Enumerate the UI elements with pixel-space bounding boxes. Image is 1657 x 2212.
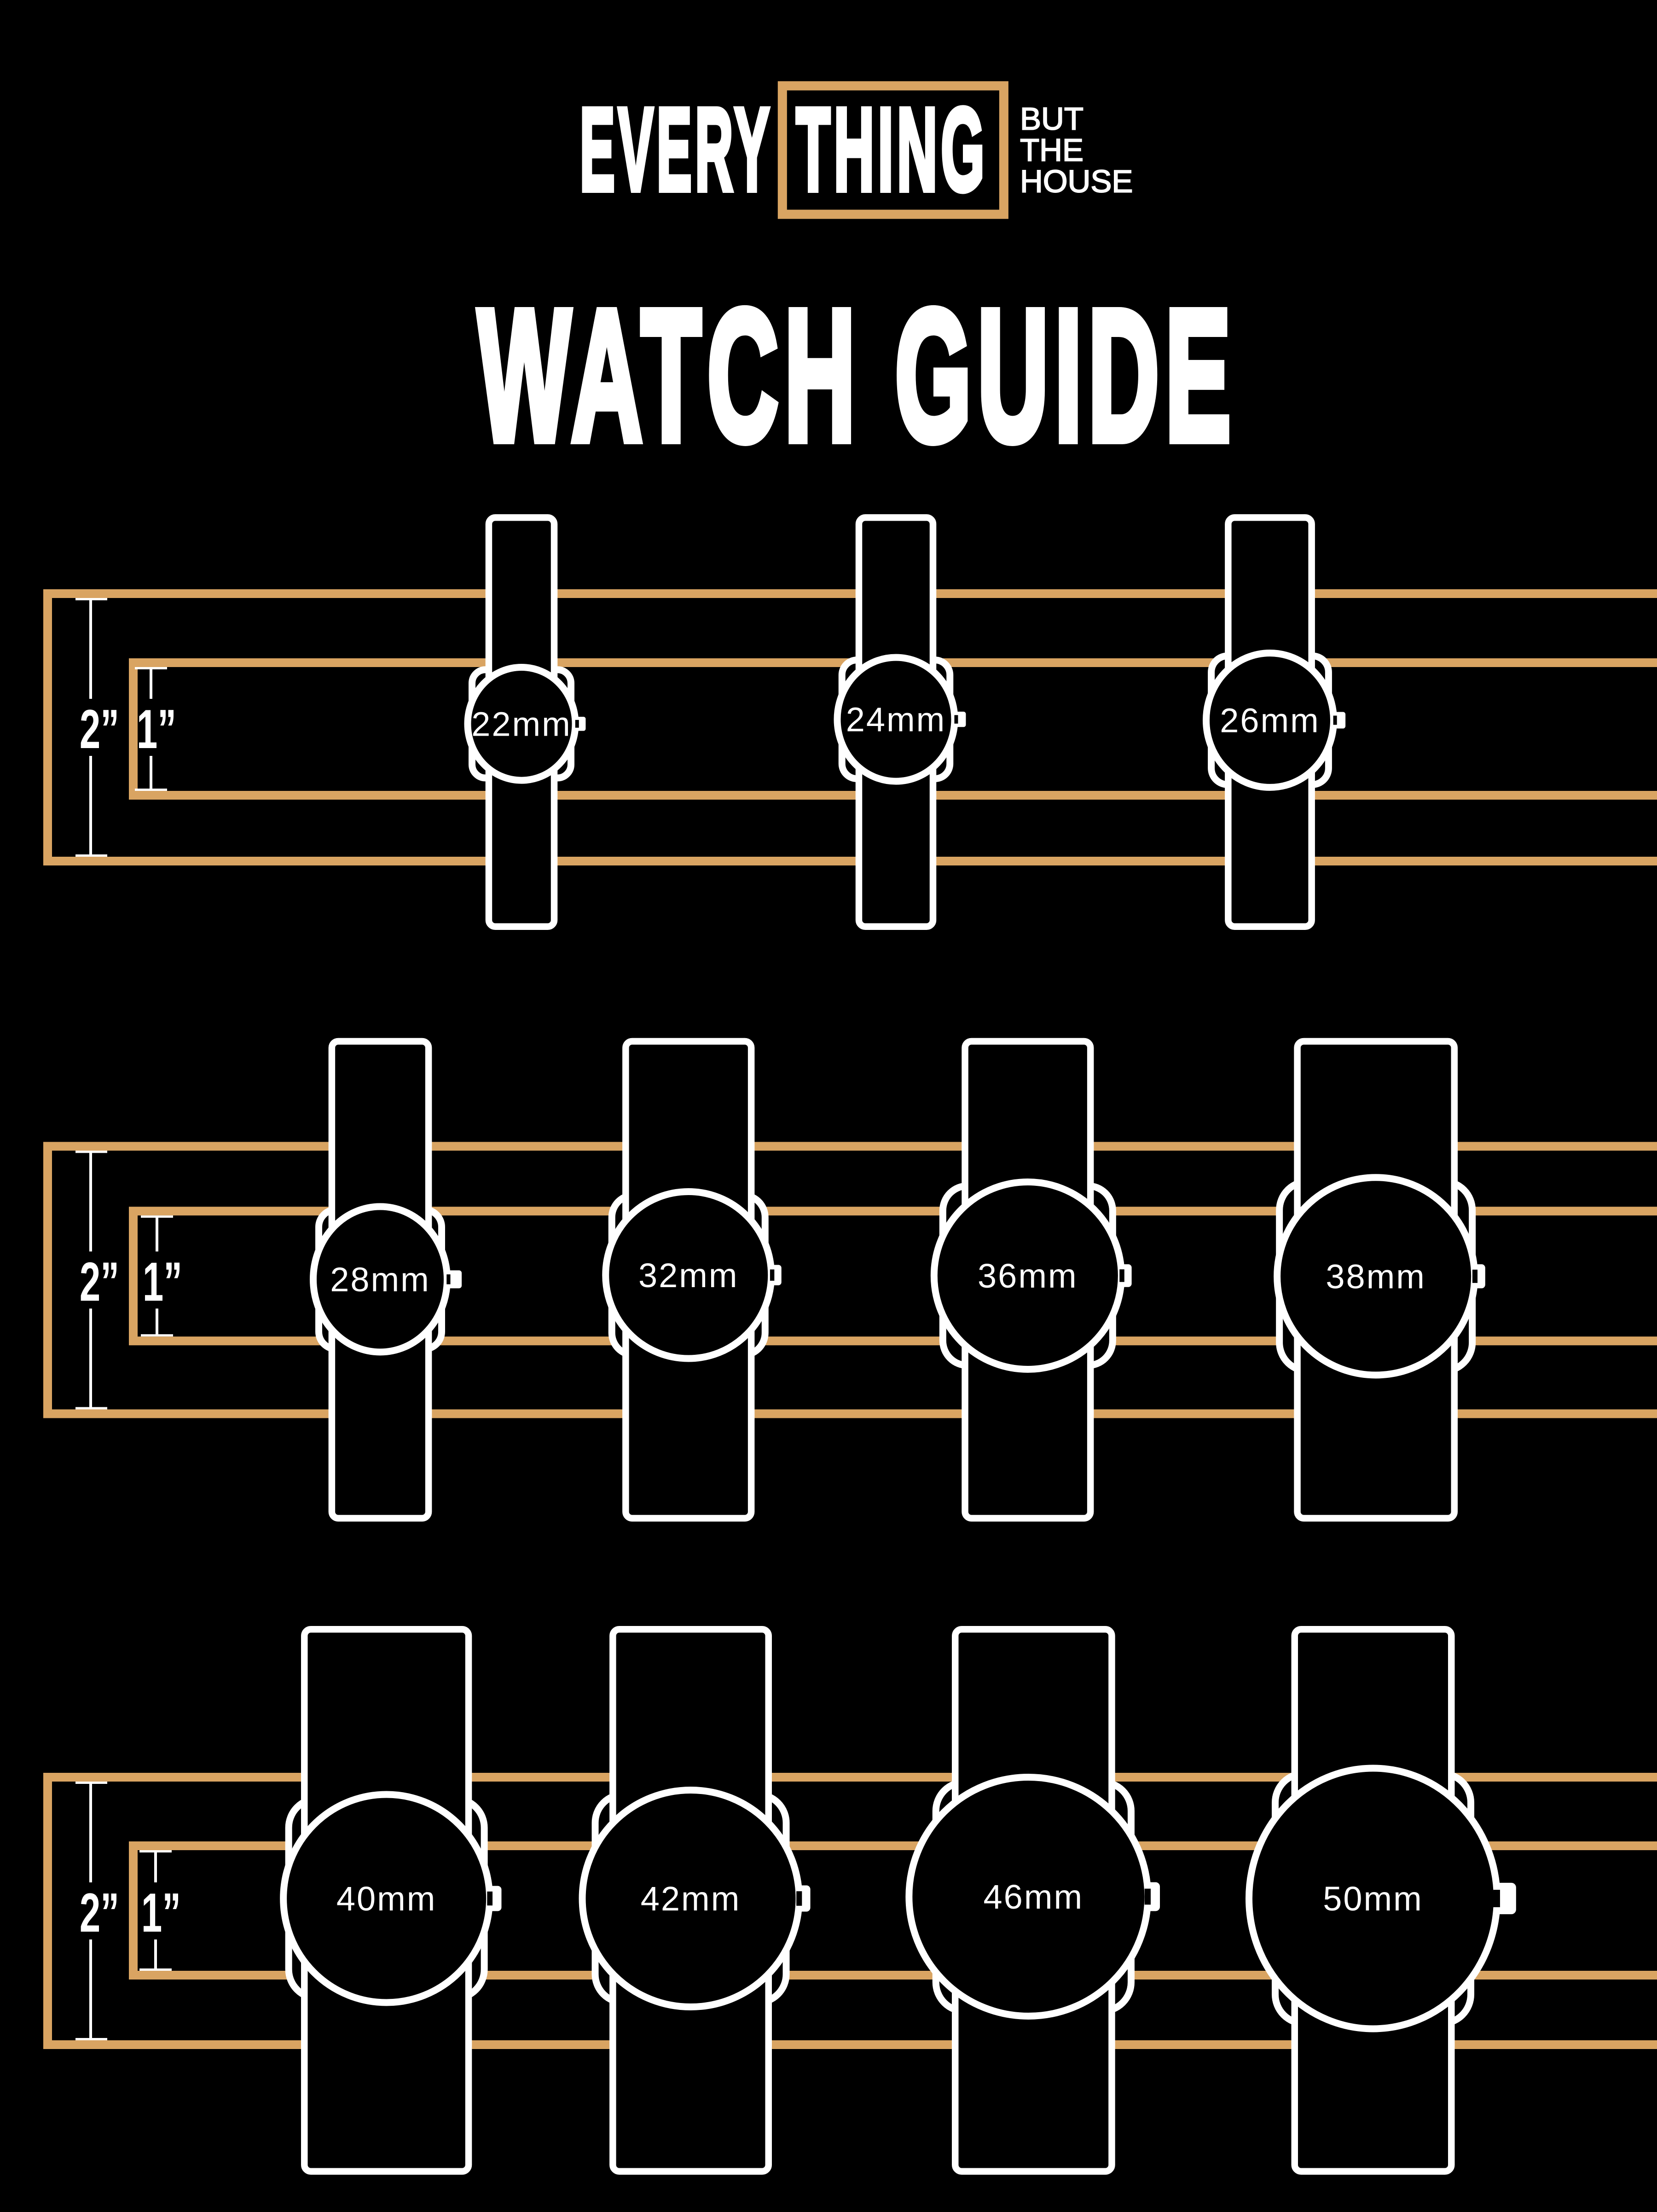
svg-text:WATCH GUIDE: WATCH GUIDE <box>478 272 1237 479</box>
svg-text:THE: THE <box>1020 133 1083 168</box>
svg-text:42mm: 42mm <box>641 1880 741 1918</box>
svg-text:HOUSE: HOUSE <box>1020 163 1133 199</box>
svg-text:50mm: 50mm <box>1323 1880 1423 1918</box>
svg-text:28mm: 28mm <box>330 1260 430 1299</box>
svg-text:EVERY: EVERY <box>580 84 773 215</box>
svg-text:32mm: 32mm <box>638 1256 739 1295</box>
svg-text:THING: THING <box>796 84 988 215</box>
svg-text:26mm: 26mm <box>1220 702 1320 740</box>
svg-text:24mm: 24mm <box>846 701 946 739</box>
svg-text:1”: 1” <box>141 1881 181 1943</box>
svg-text:2”: 2” <box>80 698 119 760</box>
svg-text:36mm: 36mm <box>978 1257 1078 1295</box>
svg-text:46mm: 46mm <box>984 1878 1084 1916</box>
svg-text:22mm: 22mm <box>471 705 572 743</box>
svg-text:1”: 1” <box>137 698 176 760</box>
svg-text:2”: 2” <box>80 1881 119 1943</box>
svg-text:2”: 2” <box>80 1251 119 1312</box>
svg-text:40mm: 40mm <box>336 1880 437 1918</box>
svg-text:1”: 1” <box>143 1251 182 1312</box>
svg-text:38mm: 38mm <box>1326 1257 1426 1295</box>
svg-text:BUT: BUT <box>1020 101 1083 137</box>
